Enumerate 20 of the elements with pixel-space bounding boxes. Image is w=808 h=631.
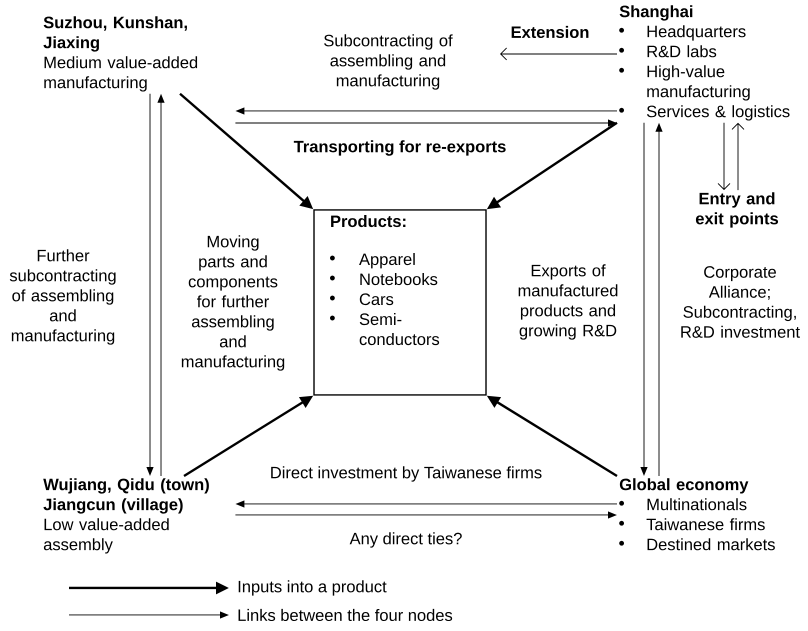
edge-label: Further subcontracting of assembling and manufacturing [4,248,122,346]
place-text: Shanghai Headquarters R&D labs High-value manufacturing Services & logistics [619,5,790,121]
edge-label: Direct investment by Taiwanese firms [268,465,544,483]
edge-label: Exports of manufactured products and growing R&D [512,263,624,341]
edge-label: Corporate Alliance; Subcontracting, R&D investment [675,265,805,339]
place-text: Suzhou, Kunshan, Jiaxing Medium value-added manufacturing [43,16,198,92]
arrow [500,48,618,60]
edge-label: Transporting for re-exports [292,139,508,157]
place-text: Entry and exit points [696,192,778,228]
edge-label: Any direct ties? [348,531,464,549]
edge-label: Moving parts and components for further assembling and manufacturing [176,234,290,372]
legend-text: Inputs into a product [238,580,387,596]
edge-label: Extension [510,24,590,40]
place-text: Wujiang, Qidu (town) Jiangcun (village) Low value-added assembly [43,478,209,554]
edge-label: Subcontracting of assembling and manufacturing [314,33,462,91]
arrow [718,122,730,190]
legend-text: Links between the four nodes [238,608,452,622]
product-box: Products: Apparel Notebooks Cars Semi-conductors [313,209,487,396]
place-text: Global economy Multinationals Taiwanese firms Destined markets [619,478,775,550]
arrow [732,122,744,191]
